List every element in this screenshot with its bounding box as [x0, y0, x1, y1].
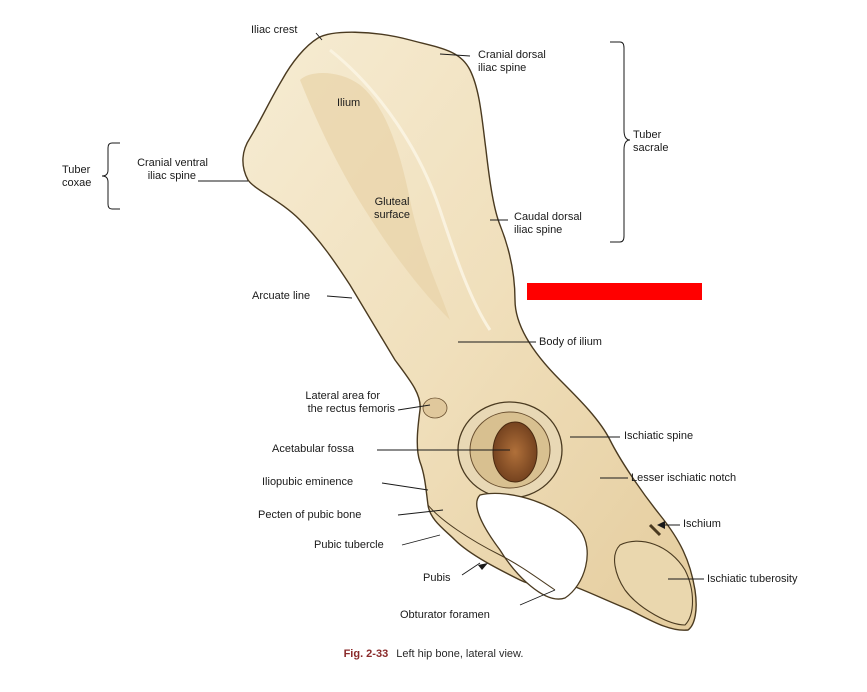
obturator-foramen-shape: [476, 492, 588, 600]
label-gluteal-surface-line2: surface: [373, 209, 411, 221]
label-acetabular-fossa: Acetabular fossa: [272, 443, 354, 455]
label-cranial-ventral-iliac-spine-line1: Cranial ventral: [137, 157, 208, 169]
label-lateral-area-line2: the rectus femoris: [307, 403, 395, 415]
label-body-of-ilium: Body of ilium: [539, 336, 602, 348]
redaction-bar: [527, 283, 702, 300]
bone-outline: [242, 31, 697, 631]
label-lesser-ischiatic-notch: Lesser ischiatic notch: [631, 472, 737, 484]
label-tuber-coxae-line1: Tuber: [62, 164, 91, 176]
label-obturator-foramen: Obturator foramen: [400, 609, 490, 621]
gluteal-shading: [300, 73, 450, 321]
label-iliopubic-eminence: Iliopubic eminence: [262, 476, 354, 488]
figure-caption-text: Left hip bone, lateral view.: [396, 648, 524, 660]
label-cranial-ventral-iliac-spine-line2: iliac spine: [147, 170, 196, 182]
label-ischiatic-spine: Ischiatic spine: [624, 430, 694, 442]
label-pubic-tubercle: Pubic tubercle: [314, 539, 384, 551]
label-ischiatic-tuberosity: Ischiatic tuberosity: [707, 573, 798, 585]
label-tuber-coxae-line2: coxae: [62, 177, 92, 189]
label-ilium: Ilium: [337, 97, 361, 109]
ischial-tuberosity-shape: [614, 540, 694, 626]
tuber-coxae-bracket: [101, 142, 120, 210]
figure-caption: Fig. 2-33 Left hip bone, lateral view.: [0, 648, 867, 660]
label-lateral-area-line1: Lateral area for: [305, 390, 380, 402]
label-pecten-of-pubic-bone: Pecten of pubic bone: [258, 509, 362, 521]
acetabular-fossa: [492, 421, 538, 483]
label-iliac-crest: Iliac crest: [251, 24, 298, 36]
label-tuber-sacrale-line2: sacrale: [633, 142, 669, 154]
label-gluteal-surface-line1: Gluteal: [374, 196, 410, 208]
label-caudal-dorsal-iliac-spine-line2: iliac spine: [514, 224, 563, 236]
tuber-sacrale-bracket: [610, 41, 631, 243]
label-cranial-dorsal-iliac-spine-line1: Cranial dorsal: [478, 49, 546, 61]
label-ischium: Ischium: [683, 518, 721, 530]
label-caudal-dorsal-iliac-spine-line1: Caudal dorsal: [514, 211, 582, 223]
label-cranial-dorsal-iliac-spine-line2: iliac spine: [478, 62, 527, 74]
label-tuber-sacrale-line1: Tuber: [633, 129, 662, 141]
label-pubis: Pubis: [423, 572, 451, 584]
label-arcuate-line: Arcuate line: [252, 290, 311, 302]
figure-number: Fig. 2-33: [343, 648, 389, 660]
